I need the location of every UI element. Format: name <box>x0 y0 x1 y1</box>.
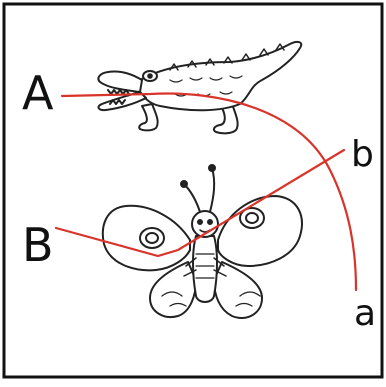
butterfly-antennae <box>184 168 214 212</box>
butterfly-drawing <box>103 165 302 318</box>
label-lower-right: a <box>354 296 376 332</box>
label-upper-right: b <box>351 137 374 173</box>
label-upper-left: A <box>22 70 53 116</box>
butterfly-upper-right-wing <box>218 196 302 266</box>
crocodile-head <box>98 71 142 92</box>
label-lower-left: B <box>22 222 54 268</box>
crocodile-drawing <box>98 42 301 133</box>
butterfly-lower-right-wing <box>214 262 262 318</box>
crocodile-body <box>140 42 301 110</box>
butterfly-body <box>193 236 217 302</box>
crocodile-front-leg <box>139 104 157 130</box>
worksheet-frame <box>4 4 382 377</box>
